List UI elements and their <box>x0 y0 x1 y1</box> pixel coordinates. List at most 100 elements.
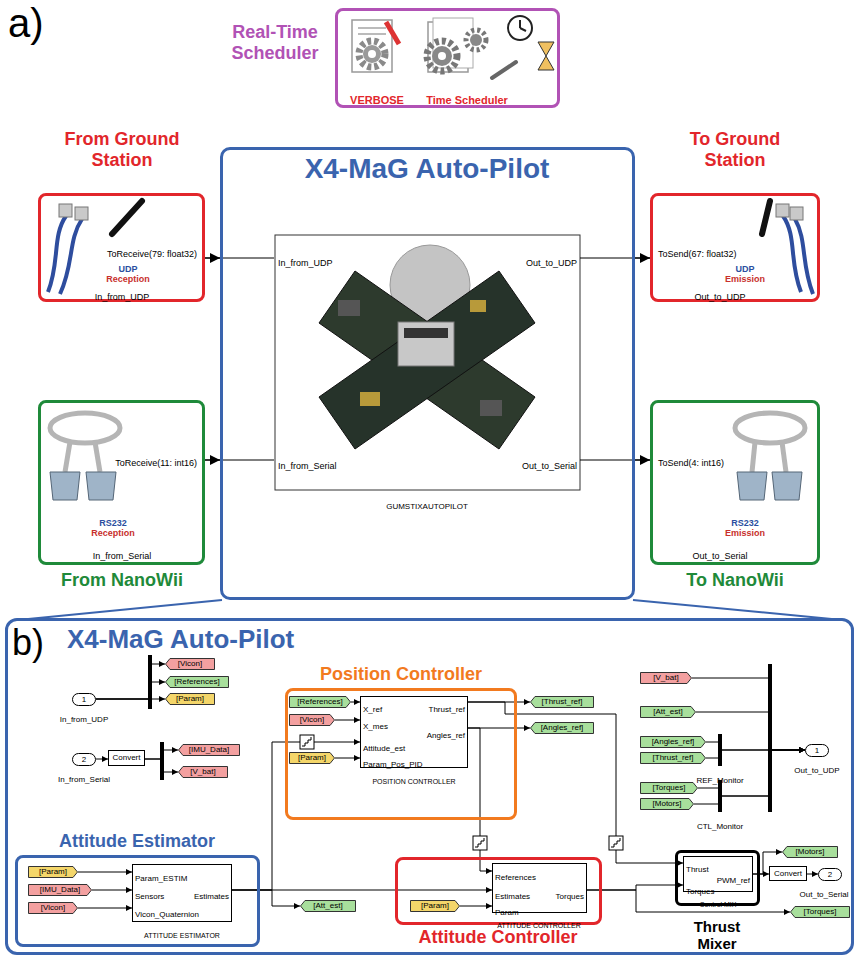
rs232-cable-illustration <box>50 413 805 500</box>
mixer-group: Thrust MixerThrustTorquesPWM_refControl … <box>675 850 760 906</box>
text-holder: Estimates <box>194 885 229 903</box>
signal-wire <box>460 906 492 907</box>
tag-label: [Param] <box>298 753 326 762</box>
node-label: ATTITUDE CONTROLLER <box>497 922 581 929</box>
scheduler-icons <box>352 20 392 72</box>
zero-order-hold <box>300 735 314 749</box>
from-tag: [Angles_ref] <box>640 736 706 748</box>
signal-wire <box>205 459 220 461</box>
autopilot-board-illustration <box>360 392 380 406</box>
text-holder: Thrust <box>686 858 709 876</box>
group-title: X4-MaG Auto-Pilot <box>305 153 550 184</box>
node-label: Out_to_Serial <box>522 461 577 471</box>
from-tag: [Param] <box>28 866 78 878</box>
signal-wire <box>96 664 165 699</box>
signal-wire <box>335 720 360 721</box>
rs232-cable-illustration <box>86 472 116 500</box>
text-holder: a) <box>8 0 44 46</box>
node-label: Out_to_Serial <box>800 890 849 899</box>
text-holder: ToReceive(11: int16) <box>115 452 197 470</box>
scheduler-icons <box>427 41 457 71</box>
text-holder: REF_Monitor <box>680 769 760 787</box>
text-holder: [Vicon] <box>289 714 335 726</box>
text-holder: Attitude Estimator <box>15 831 260 852</box>
detail-panel: X4-MaG Auto-Pilot1In_from_UDP[Vicon][Ref… <box>5 618 854 955</box>
text-holder: Estimates <box>495 885 530 903</box>
text-holder: b) <box>12 622 44 663</box>
text-holder: [Angles_ref] <box>530 722 594 734</box>
text-holder: Reception <box>83 522 143 540</box>
group-title: To NanoWii <box>686 570 784 590</box>
tag-label: [Angles_ref] <box>541 723 584 732</box>
text-holder: Time Scheduler <box>417 90 517 108</box>
goto-tag: [Vicon] <box>165 658 215 670</box>
node-label: Thrust <box>686 865 709 874</box>
text-holder: [Motors] <box>782 846 838 858</box>
text-holder: Real-Time Scheduler <box>225 22 325 63</box>
tag-shape <box>641 707 696 718</box>
text-holder: [Motors] <box>640 798 694 810</box>
node-label: RS232 <box>99 518 127 528</box>
node-label: Torques <box>556 892 584 901</box>
scheduler-icons <box>352 16 554 78</box>
autopilot-board-illustration <box>470 300 486 312</box>
ethernet-antenna-illustration <box>60 219 82 294</box>
node-label: UDP <box>118 264 137 274</box>
goto-tag: [Torques] <box>790 906 850 918</box>
text-holder: Emission <box>715 268 775 286</box>
ethernet-antenna-illustration <box>795 219 813 294</box>
tag-label: [Att_est] <box>653 707 682 716</box>
tag-shape <box>531 723 594 734</box>
text-holder: PWM_ref <box>717 869 750 887</box>
text-holder: RS232 <box>715 512 775 530</box>
zoom-lines <box>18 600 222 620</box>
scheduler-icons <box>368 50 376 58</box>
tag-label: [Thrust_ref] <box>542 697 583 706</box>
signal-wire <box>205 257 220 259</box>
tag-label: [Att_est] <box>313 901 342 910</box>
text-holder: 2 <box>73 754 95 765</box>
scheduler-icons <box>432 46 452 66</box>
tag-shape <box>290 715 335 726</box>
text-holder: Vicon_Quaternion <box>135 903 199 921</box>
from-tag: [Thrust_ref] <box>640 752 706 764</box>
tag-label: [Param] <box>421 901 449 910</box>
tag-shape <box>29 885 92 896</box>
node-label: Emission <box>725 274 765 284</box>
scheduler-icons <box>466 30 486 50</box>
autopilot-board-illustration <box>338 300 360 316</box>
text-holder: Thrust Mixer <box>677 919 757 953</box>
signal-wire <box>232 742 360 890</box>
node-label: Reception <box>106 274 150 284</box>
node-label: ToSend(67: float32) <box>658 249 737 259</box>
scheduler-icons <box>359 41 385 67</box>
text-holder: UDP <box>98 258 158 276</box>
tag-label: [Torques] <box>804 907 837 916</box>
goto-tag: [Thrust_ref] <box>530 696 594 708</box>
text-holder: [Thrust_ref] <box>640 752 706 764</box>
text-holder: Out_to_Serial <box>784 883 859 901</box>
node-label: Out_to_Serial <box>692 551 747 561</box>
from-tag: [Torques] <box>640 782 698 794</box>
tag-shape <box>531 697 594 708</box>
node-label: Estimates <box>495 892 530 901</box>
node-label: In_from_UDP <box>60 715 108 724</box>
block-name: CTL_Monitor <box>697 822 743 831</box>
node-label: In_from_UDP <box>95 292 150 302</box>
port-oval: 1In_from_UDP <box>72 693 96 706</box>
text-holder: Convert <box>109 751 144 765</box>
node-label: POSITION CONTROLLER <box>372 778 455 785</box>
tag-label: [IMU_Data] <box>189 745 229 754</box>
port-oval: 2Out_to_Serial <box>818 868 842 881</box>
node-label: Emission <box>725 528 765 538</box>
signal-wire <box>635 257 650 259</box>
controller-group: Attitude Controller[Param]ReferencesEsti… <box>395 857 602 925</box>
text-holder: In_from_Serial <box>62 545 182 563</box>
text-holder: ATTITUDE CONTROLLER <box>474 914 604 932</box>
text-holder: [Torques] <box>790 906 850 918</box>
text-holder: Reception <box>98 268 158 286</box>
autopilot-board-illustration <box>580 258 635 259</box>
from-tag: [Att_est] <box>640 706 696 718</box>
signal-wire <box>92 890 132 891</box>
